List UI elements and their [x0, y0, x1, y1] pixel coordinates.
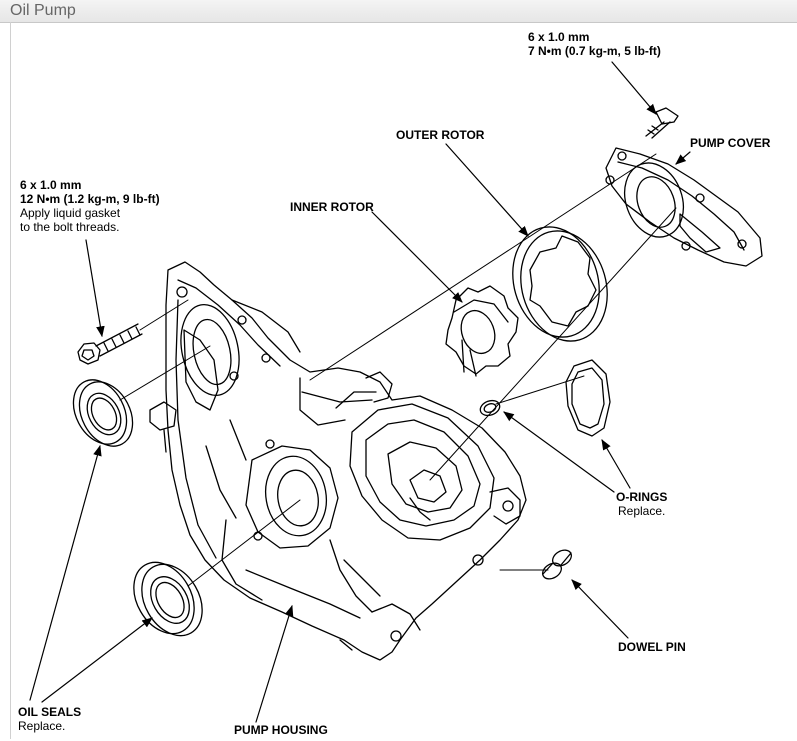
callout-leaders: [29, 61, 691, 723]
leader-o-ring-small: [503, 411, 615, 493]
oil-seals-label: OIL SEALS: [18, 705, 82, 719]
callout-cover-bolt: 6 x 1.0 mm 7 N•m (0.7 kg-m, 5 lb-ft): [528, 30, 661, 58]
housing-bolt-torque: 12 N•m (1.2 kg-m, 9 lb-ft): [20, 192, 160, 206]
leader-cover-bolt: [611, 61, 657, 115]
label-outer-rotor: OUTER ROTOR: [396, 128, 485, 142]
callout-o-rings: O-RINGS Replace.: [616, 490, 667, 518]
leader-pump-cover: [675, 151, 691, 165]
o-rings-label: O-RINGS: [616, 490, 668, 504]
oil-seals-note: Replace.: [18, 719, 66, 733]
label-pump-cover: PUMP COVER: [690, 136, 771, 150]
callout-housing-bolt: 6 x 1.0 mm 12 N•m (1.2 kg-m, 9 lb-ft) Ap…: [20, 178, 160, 234]
label-inner-rotor: INNER ROTOR: [290, 200, 374, 214]
leader-dowel-pin: [571, 579, 629, 639]
assembly-axis-lines: [119, 153, 677, 587]
o-rings-note: Replace.: [617, 504, 666, 518]
content-frame: [10, 22, 796, 739]
upper-oil-seal: [72, 379, 134, 447]
leader-inner-rotor: [371, 211, 463, 303]
pump-housing: [149, 261, 527, 661]
leader-outer-rotor: [445, 143, 529, 237]
housing-bolt-size: 6 x 1.0 mm: [20, 178, 82, 192]
title-bar: Oil Pump: [0, 0, 797, 23]
pump-cover: [605, 147, 763, 267]
leader-pump-housing: [255, 604, 294, 723]
leader-oil-seal-lower: [41, 617, 153, 703]
housing-bolt-note-2: to the bolt threads.: [20, 220, 120, 234]
leader-o-ring-large: [601, 439, 631, 489]
callout-oil-seals: OIL SEALS Replace.: [18, 705, 81, 733]
label-pump-housing: PUMP HOUSING: [234, 723, 328, 737]
housing-bolt-note-1: Apply liquid gasket: [20, 206, 121, 220]
small-o-ring: [479, 399, 501, 417]
leader-oil-seal-upper: [29, 444, 102, 701]
window-title: Oil Pump: [10, 2, 76, 19]
leader-housing-bolt: [85, 239, 105, 338]
housing-bolt: [77, 323, 143, 365]
cover-screw: [645, 107, 679, 139]
label-dowel-pin: DOWEL PIN: [618, 640, 686, 654]
cover-bolt-torque: 7 N•m (0.7 kg-m, 5 lb-ft): [528, 44, 661, 58]
dowel-pin: [542, 549, 572, 580]
lower-oil-seal: [133, 561, 203, 637]
cover-bolt-size: 6 x 1.0 mm: [528, 30, 590, 44]
inner-rotor: [445, 285, 519, 377]
outer-rotor: [512, 226, 608, 342]
large-o-ring: [565, 359, 611, 437]
